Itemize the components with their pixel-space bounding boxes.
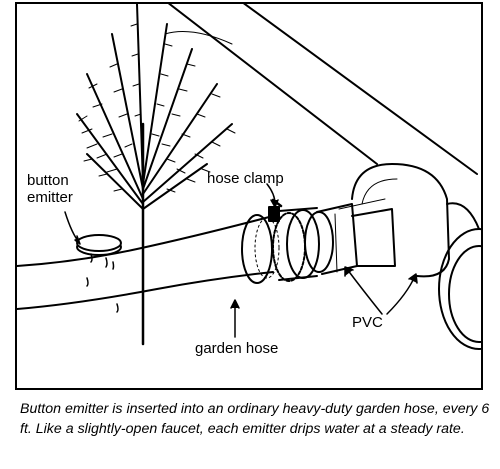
button-emitter-drawing: [76, 234, 122, 313]
hose-clamp-label: hose clamp: [207, 170, 284, 187]
hose-clamp-drawing: [268, 198, 320, 282]
young-tree: [76, 4, 236, 346]
garden-hose-drawing: [17, 214, 280, 310]
pvc-label: PVC: [352, 314, 383, 331]
background-pvc-pipe: [164, 4, 478, 175]
figure-caption: Button emitter is inserted into an ordin…: [20, 401, 490, 437]
irrigation-illustration: [17, 4, 481, 350]
pvc-elbow: [351, 163, 481, 350]
diagram-frame: button emitter hose clamp PVC garden hos…: [15, 2, 483, 390]
label-arrows: [64, 183, 418, 338]
garden-hose-label: garden hose: [195, 340, 279, 357]
button-emitter-label: button emitter: [27, 172, 73, 206]
